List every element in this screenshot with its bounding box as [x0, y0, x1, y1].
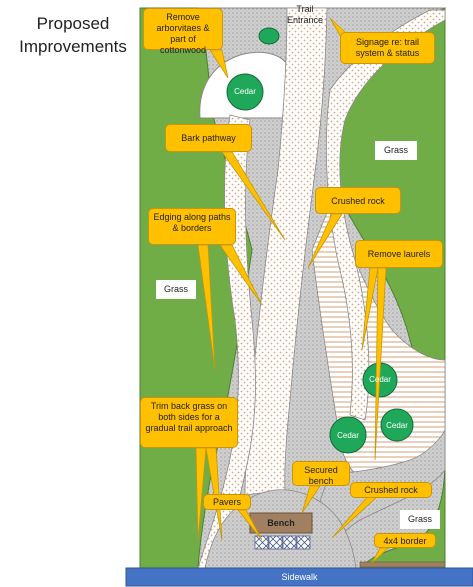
callout-bark-pathway: Bark pathway — [165, 124, 252, 152]
cedar-low-right-label: Cedar — [386, 421, 408, 430]
grass-bottom-label: Grass — [400, 510, 440, 529]
page-title: Proposed Improvements — [19, 14, 127, 56]
pointer-edging-1 — [197, 244, 216, 371]
callout-trim-grass: Trim back grass on both sides for a grad… — [140, 397, 238, 448]
bench-label: Bench — [267, 518, 295, 528]
pointer-laurels-2 — [374, 267, 387, 461]
pointer-border — [371, 547, 390, 564]
cedar-mid-label: Cedar — [369, 375, 391, 384]
callout-remove-arborvitaes: Remove arborvitaes & part of cottonwood — [143, 8, 223, 55]
pointer-bark — [221, 151, 286, 241]
cedar-low-right — [380, 408, 414, 442]
cedar-low-left-label: Cedar — [337, 431, 359, 440]
callout-remove-laurels: Remove laurels — [355, 240, 443, 268]
paver-1 — [254, 535, 269, 550]
callout-edging: Edging along paths & borders — [148, 208, 236, 245]
callout-crushed-rock-top: Crushed rock — [315, 187, 401, 214]
pointer-trim-1 — [195, 447, 207, 541]
cedar-low-left — [329, 416, 367, 454]
paver-3 — [282, 535, 297, 550]
paver-2 — [268, 535, 283, 550]
callout-4x4-border: 4x4 border — [374, 533, 436, 548]
pointer-edging-2 — [219, 244, 263, 306]
cedar-top-label: Cedar — [234, 87, 256, 96]
pointer-crushed-top — [307, 213, 343, 269]
sidewalk — [125, 567, 473, 587]
cedar-top — [226, 73, 264, 111]
grass-right-label: Grass — [375, 141, 417, 160]
pointer-remove-arborvitaes — [209, 49, 229, 79]
paver-4 — [296, 535, 311, 550]
trail-entrance-label: Trail Entrance — [286, 4, 324, 25]
pointer-secured-bench — [301, 485, 321, 514]
callout-crushed-rock-bottom: Crushed rock — [350, 482, 432, 498]
callout-pavers: Pavers — [203, 494, 251, 510]
callout-secured-bench: Secured bench — [292, 461, 350, 486]
pointer-laurels-1 — [361, 267, 379, 351]
small-tree — [258, 27, 280, 45]
sidewalk-label: Sidewalk — [281, 572, 318, 582]
pointer-pavers — [237, 509, 263, 541]
border-4x4 — [359, 561, 446, 568]
grass-left-label: Grass — [156, 280, 196, 299]
callout-signage: Signage re: trail system & status — [340, 32, 435, 64]
